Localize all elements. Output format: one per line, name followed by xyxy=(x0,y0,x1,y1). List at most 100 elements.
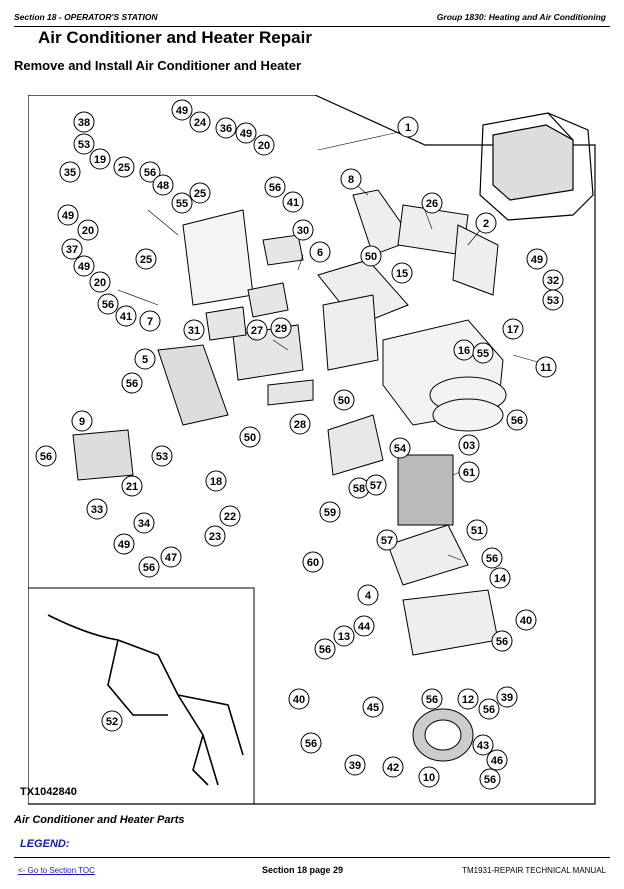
callout: 56 xyxy=(491,630,513,652)
callout: 22 xyxy=(219,505,241,527)
callout: 50 xyxy=(360,245,382,267)
svg-text:2: 2 xyxy=(483,218,489,230)
callout: 57 xyxy=(376,529,398,551)
svg-text:34: 34 xyxy=(138,518,151,530)
svg-text:38: 38 xyxy=(78,117,90,129)
svg-text:28: 28 xyxy=(294,419,306,431)
svg-text:56: 56 xyxy=(484,774,496,786)
svg-text:56: 56 xyxy=(144,167,156,179)
svg-text:56: 56 xyxy=(102,299,114,311)
callout: 8 xyxy=(340,168,362,190)
svg-text:8: 8 xyxy=(348,174,354,186)
figure-frame xyxy=(28,95,596,805)
svg-text:22: 22 xyxy=(224,511,236,523)
wiring-harness xyxy=(47,614,244,786)
callout: 56 xyxy=(479,768,501,790)
callout: 26 xyxy=(421,192,443,214)
svg-text:49: 49 xyxy=(78,261,90,273)
callout: 54 xyxy=(389,437,411,459)
svg-text:33: 33 xyxy=(91,504,103,516)
callout: 56 xyxy=(97,293,119,315)
callout: 27 xyxy=(246,319,268,341)
svg-text:49: 49 xyxy=(118,539,130,551)
callout: 56 xyxy=(481,547,503,569)
callout: 61 xyxy=(458,461,480,483)
callout: 25 xyxy=(189,182,211,204)
svg-text:43: 43 xyxy=(477,740,489,752)
svg-text:12: 12 xyxy=(462,694,474,706)
svg-text:50: 50 xyxy=(244,432,256,444)
svg-text:53: 53 xyxy=(547,295,559,307)
svg-text:53: 53 xyxy=(78,139,90,151)
svg-text:9: 9 xyxy=(79,416,85,428)
callout: 49 xyxy=(526,248,548,270)
svg-text:37: 37 xyxy=(66,244,78,256)
svg-text:24: 24 xyxy=(194,117,207,129)
svg-text:4: 4 xyxy=(365,590,372,602)
section-toc-link[interactable]: <- Go to Section TOC xyxy=(18,866,95,875)
svg-text:35: 35 xyxy=(64,167,76,179)
svg-text:60: 60 xyxy=(307,557,319,569)
callout: 48 xyxy=(152,174,174,196)
callout: 33 xyxy=(86,498,108,520)
svg-text:36: 36 xyxy=(220,123,232,135)
svg-text:56: 56 xyxy=(126,378,138,390)
callout: 49 xyxy=(171,99,193,121)
callout: 20 xyxy=(253,134,275,156)
svg-text:39: 39 xyxy=(349,760,361,772)
callout: 17 xyxy=(502,318,524,340)
callout: 11 xyxy=(535,356,557,378)
cab-illustration xyxy=(479,112,594,221)
svg-text:31: 31 xyxy=(188,325,200,337)
svg-text:49: 49 xyxy=(62,210,74,222)
callout: 58 xyxy=(348,477,370,499)
harness-inset-frame xyxy=(28,587,255,804)
svg-text:56: 56 xyxy=(143,562,155,574)
callout: 34 xyxy=(133,512,155,534)
callout: 2 xyxy=(475,212,497,234)
callout: 24 xyxy=(189,111,211,133)
callout: 57 xyxy=(365,474,387,496)
callout: 49 xyxy=(73,255,95,277)
svg-text:13: 13 xyxy=(338,631,350,643)
callout: 41 xyxy=(282,191,304,213)
svg-text:32: 32 xyxy=(547,275,559,287)
svg-text:10: 10 xyxy=(423,772,435,784)
svg-text:53: 53 xyxy=(156,451,168,463)
callout: 40 xyxy=(515,609,537,631)
svg-text:17: 17 xyxy=(507,324,519,336)
callout: 50 xyxy=(333,389,355,411)
svg-text:39: 39 xyxy=(501,692,513,704)
svg-text:30: 30 xyxy=(297,225,309,237)
svg-text:20: 20 xyxy=(258,140,270,152)
svg-text:11: 11 xyxy=(540,362,552,374)
callout: 56 xyxy=(139,161,161,183)
callout: 47 xyxy=(160,546,182,568)
callout: 10 xyxy=(418,766,440,788)
callout: 43 xyxy=(472,734,494,756)
callout: 6 xyxy=(309,241,331,263)
svg-text:15: 15 xyxy=(396,268,408,280)
svg-text:41: 41 xyxy=(120,311,132,323)
upper-ducts xyxy=(317,189,499,371)
callout: 39 xyxy=(496,686,518,708)
svg-text:57: 57 xyxy=(370,480,382,492)
callout: 18 xyxy=(205,470,227,492)
svg-text:55: 55 xyxy=(477,348,489,360)
svg-text:56: 56 xyxy=(496,636,508,648)
svg-text:29: 29 xyxy=(275,323,287,335)
callout: 9 xyxy=(71,410,93,432)
svg-text:25: 25 xyxy=(118,162,130,174)
callout: 42 xyxy=(382,756,404,778)
callout: 7 xyxy=(139,310,161,332)
callout: 49 xyxy=(57,204,79,226)
callout: 59 xyxy=(319,501,341,523)
callout: 39 xyxy=(344,754,366,776)
header-divider xyxy=(14,26,610,27)
svg-text:18: 18 xyxy=(210,476,222,488)
callout: 38 xyxy=(73,111,95,133)
svg-text:47: 47 xyxy=(165,552,177,564)
callout: 49 xyxy=(113,533,135,555)
callout: 60 xyxy=(302,551,324,573)
callout: 1 xyxy=(397,116,419,138)
